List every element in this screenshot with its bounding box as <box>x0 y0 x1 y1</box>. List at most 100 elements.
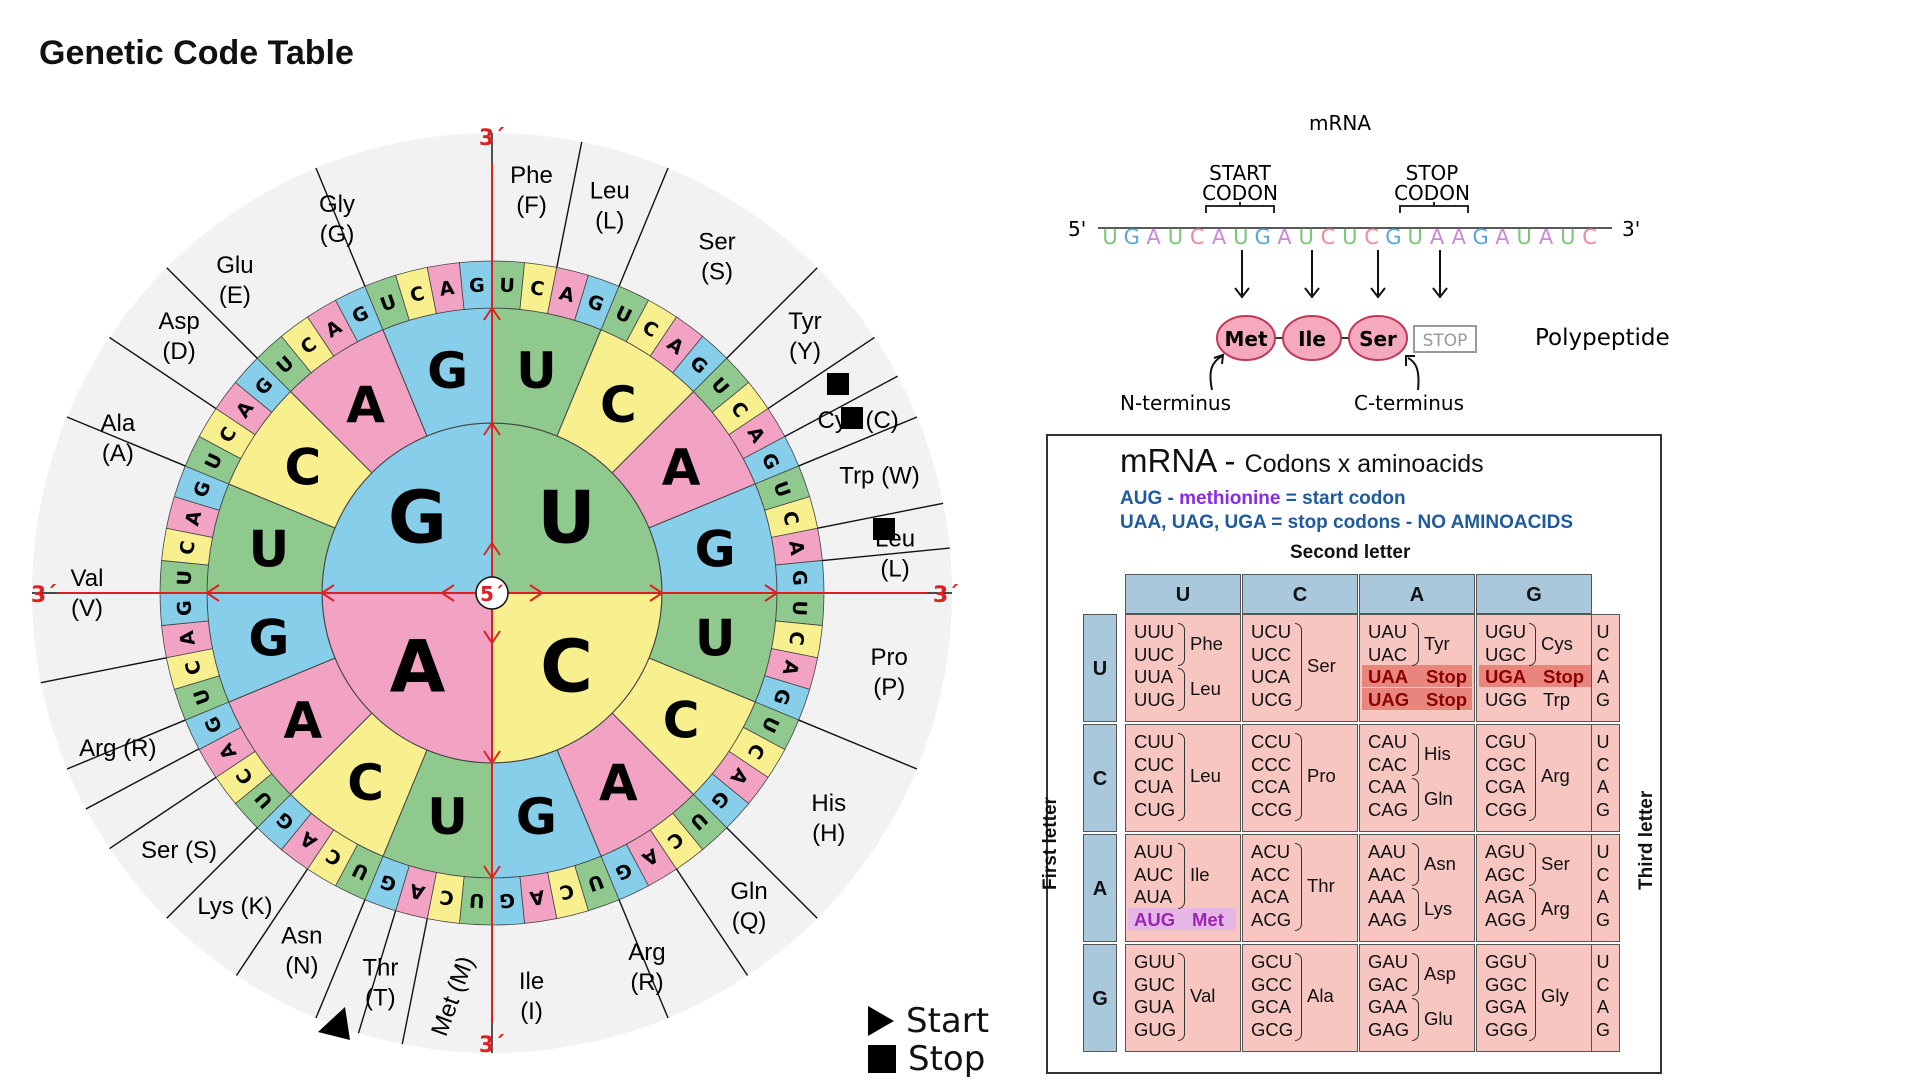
codon-brace <box>1529 843 1536 886</box>
n-terminus-label: N-terminus <box>1120 391 1231 415</box>
note-start-dash: - <box>1162 488 1180 509</box>
codon: UCU <box>1251 621 1292 642</box>
legend-stop-label: Stop <box>908 1039 986 1079</box>
amino-acid: Pro <box>1307 765 1336 786</box>
amino-acid-divider <box>85 748 200 810</box>
amino-acid-divider <box>66 719 186 770</box>
second-letter-label: A <box>283 691 322 749</box>
third-letter-label: U <box>585 870 607 896</box>
codon-brace <box>1295 843 1302 931</box>
codon: AUC <box>1134 863 1174 885</box>
nucleotide: A <box>1452 225 1467 249</box>
third-letter: G <box>1595 799 1610 820</box>
amino-acid-label: Ser <box>698 228 735 255</box>
nucleotide: C <box>1321 225 1336 249</box>
amino-acid-divider <box>109 336 217 410</box>
codon: UUG <box>1134 688 1176 710</box>
table-heading-sub: Codons x aminoacids <box>1244 450 1484 478</box>
amino-acid-label: Trp (W) <box>839 462 919 489</box>
second-letter-label: U <box>695 609 736 667</box>
stop-label: Stop <box>1426 666 1468 687</box>
axis-label-left: 3´ <box>31 583 57 608</box>
codon: AAA <box>1368 886 1406 907</box>
codon: CUU <box>1134 731 1175 752</box>
amino-acid-divider <box>618 899 669 1019</box>
third-letter-label: G <box>469 275 486 298</box>
codon-brace <box>1529 623 1536 666</box>
codon: AAG <box>1368 908 1408 930</box>
codon: UGG <box>1485 688 1528 710</box>
third-letter: A <box>1596 887 1609 907</box>
codon: UUA <box>1134 666 1174 687</box>
second-letter-label: Second letter <box>1290 542 1411 563</box>
amino-acid-label: Asn <box>281 923 322 950</box>
amino-acid-label: (A) <box>102 440 134 467</box>
axis-arrowhead <box>764 584 778 602</box>
codon-brace <box>1529 953 1536 1041</box>
amino-acid: Ser <box>1307 655 1336 676</box>
codon: AAC <box>1368 863 1407 885</box>
nucleotide: U <box>1102 225 1117 249</box>
third-letter-label: U <box>769 478 795 500</box>
amino-acid-label: (F) <box>516 192 547 219</box>
stop-codon-bracket <box>1399 202 1469 213</box>
stop-label: Stop <box>1543 666 1585 687</box>
first-letter-label: U <box>537 475 595 559</box>
stop-highlight <box>1362 687 1472 710</box>
codon: UGU <box>1485 621 1527 642</box>
axis-label-top: 3´ <box>479 126 505 151</box>
amino-acid-divider <box>767 336 875 410</box>
codon: UGA <box>1485 666 1527 687</box>
amino-acid: His <box>1424 742 1451 764</box>
third-letter-label: G <box>769 686 795 708</box>
amino-acid-divider <box>66 416 186 467</box>
codon: GUU <box>1134 951 1176 972</box>
amino-acid: Gly <box>1541 985 1569 1006</box>
third-letter-label: G <box>585 290 607 316</box>
third-letter-label: U <box>190 686 216 708</box>
third-letter-label: C <box>784 630 808 647</box>
amino-acid-bead <box>1348 315 1408 361</box>
amino-acid-divider <box>798 416 918 467</box>
amino-acid-label: Arg (R) <box>79 735 156 762</box>
amino-acid-label: (P) <box>873 674 905 701</box>
codon-brace <box>1178 953 1185 1041</box>
second-letter-label: A <box>599 754 638 812</box>
row-header: U <box>1083 614 1117 722</box>
amino-acid: Asp <box>1424 962 1456 984</box>
third-letter-label: Third letter <box>1636 790 1657 890</box>
translation-arrows <box>1234 250 1448 299</box>
third-letter-label: C <box>529 277 546 301</box>
third-letter-label: C <box>181 658 206 677</box>
amino-acid-divider <box>166 267 258 359</box>
mrna-diagram-title: mRNA <box>1309 111 1371 135</box>
third-letter-label: G <box>499 889 516 912</box>
amino-acid-bead-label: Met <box>1224 327 1267 351</box>
amino-acid-label: Ile <box>519 968 544 995</box>
amino-acid-divider <box>618 167 669 287</box>
note-start-rest: = start codon <box>1280 488 1406 509</box>
axis-arrowhead <box>483 542 501 556</box>
codon: GGC <box>1485 973 1528 995</box>
amino-acid: Lys <box>1424 897 1453 919</box>
amino-acid-divider <box>315 899 366 1019</box>
amino-acid-label: Tyr <box>788 308 821 335</box>
codon: GCC <box>1251 973 1293 995</box>
codon: CCU <box>1251 731 1292 752</box>
stop-highlight <box>1479 665 1591 687</box>
table-heading-main: mRNA - <box>1120 442 1245 479</box>
second-letter-label: C <box>347 754 384 812</box>
codon: GUG <box>1134 1018 1177 1040</box>
third-letter: U <box>1596 622 1610 642</box>
start-codon-bracket <box>1205 202 1275 213</box>
nucleotide: G <box>1254 225 1270 249</box>
codon-brace <box>1412 888 1419 931</box>
amino-acid: Arg <box>1541 897 1570 919</box>
codon: ACU <box>1251 841 1291 862</box>
third-letter: U <box>1596 732 1610 752</box>
